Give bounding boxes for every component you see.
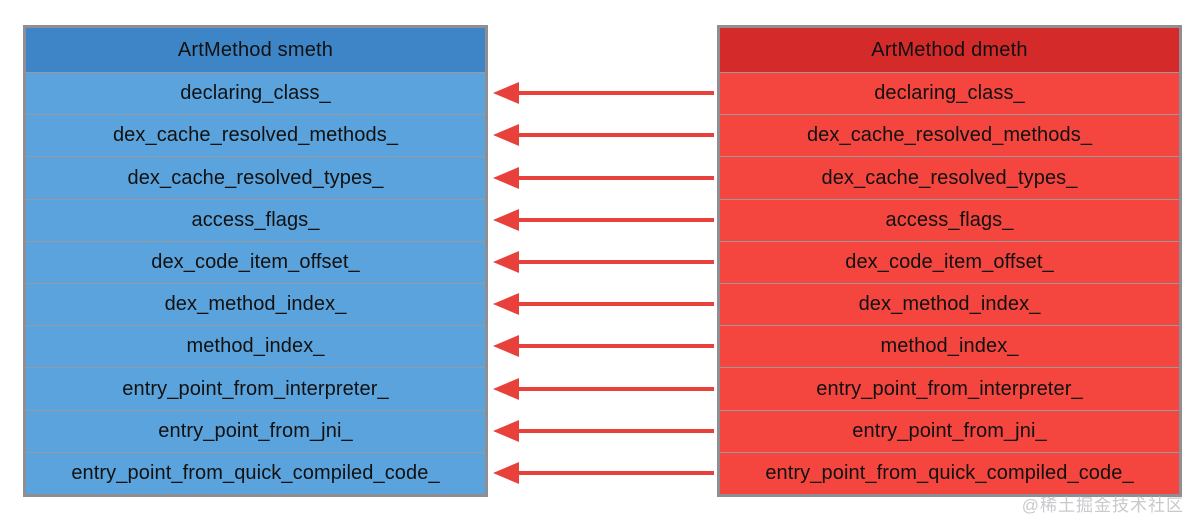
arrow-head-icon	[493, 208, 519, 231]
table-row: dex_code_item_offset_	[720, 240, 1179, 284]
table-row: entry_point_from_quick_compiled_code_	[26, 451, 485, 495]
arrow-shaft	[507, 470, 714, 475]
table-row: access_flags_	[720, 198, 1179, 241]
arrow-head-icon	[493, 166, 519, 189]
table-row: dex_cache_resolved_types_	[720, 156, 1179, 199]
table-row: entry_point_from_jni_	[720, 409, 1179, 452]
dmeth-table-header: ArtMethod dmeth	[720, 28, 1179, 72]
arrow-head-icon	[493, 335, 519, 358]
table-row: method_index_	[26, 325, 485, 368]
table-row: dex_cache_resolved_methods_	[720, 114, 1179, 157]
arrow-head-icon	[493, 293, 519, 316]
arrow-shaft	[507, 217, 714, 222]
arrow-head-icon	[493, 461, 519, 484]
artmethod-dmeth-table: ArtMethod dmeth declaring_class_ dex_cac…	[717, 25, 1182, 497]
table-row: dex_method_index_	[720, 283, 1179, 326]
arrow-head-icon	[493, 419, 519, 442]
table-row: method_index_	[720, 325, 1179, 368]
arrow-shaft	[507, 91, 714, 96]
arrow-shaft	[507, 133, 714, 138]
arrow-head-icon	[493, 82, 519, 105]
arrow-head-icon	[493, 377, 519, 400]
table-row: declaring_class_	[720, 72, 1179, 115]
table-row: entry_point_from_interpreter_	[26, 367, 485, 410]
arrow-shaft	[507, 386, 714, 391]
arrow-shaft	[507, 259, 714, 264]
arrow-shaft	[507, 175, 714, 180]
table-row: dex_cache_resolved_types_	[26, 156, 485, 199]
table-row: access_flags_	[26, 198, 485, 241]
arrow-shaft	[507, 428, 714, 433]
smeth-table-header: ArtMethod smeth	[26, 28, 485, 72]
table-row: entry_point_from_jni_	[26, 409, 485, 452]
table-row: entry_point_from_interpreter_	[720, 367, 1179, 410]
table-row: dex_method_index_	[26, 283, 485, 326]
table-row: dex_code_item_offset_	[26, 240, 485, 284]
table-row: dex_cache_resolved_methods_	[26, 114, 485, 157]
table-row: declaring_class_	[26, 72, 485, 115]
artmethod-smeth-table: ArtMethod smeth declaring_class_ dex_cac…	[23, 25, 488, 497]
watermark-text: @稀土掘金技术社区	[1021, 496, 1184, 515]
arrow-head-icon	[493, 250, 519, 273]
arrow-head-icon	[493, 124, 519, 147]
arrow-shaft	[507, 344, 714, 349]
table-row: entry_point_from_quick_compiled_code_	[720, 451, 1179, 495]
arrow-shaft	[507, 302, 714, 307]
